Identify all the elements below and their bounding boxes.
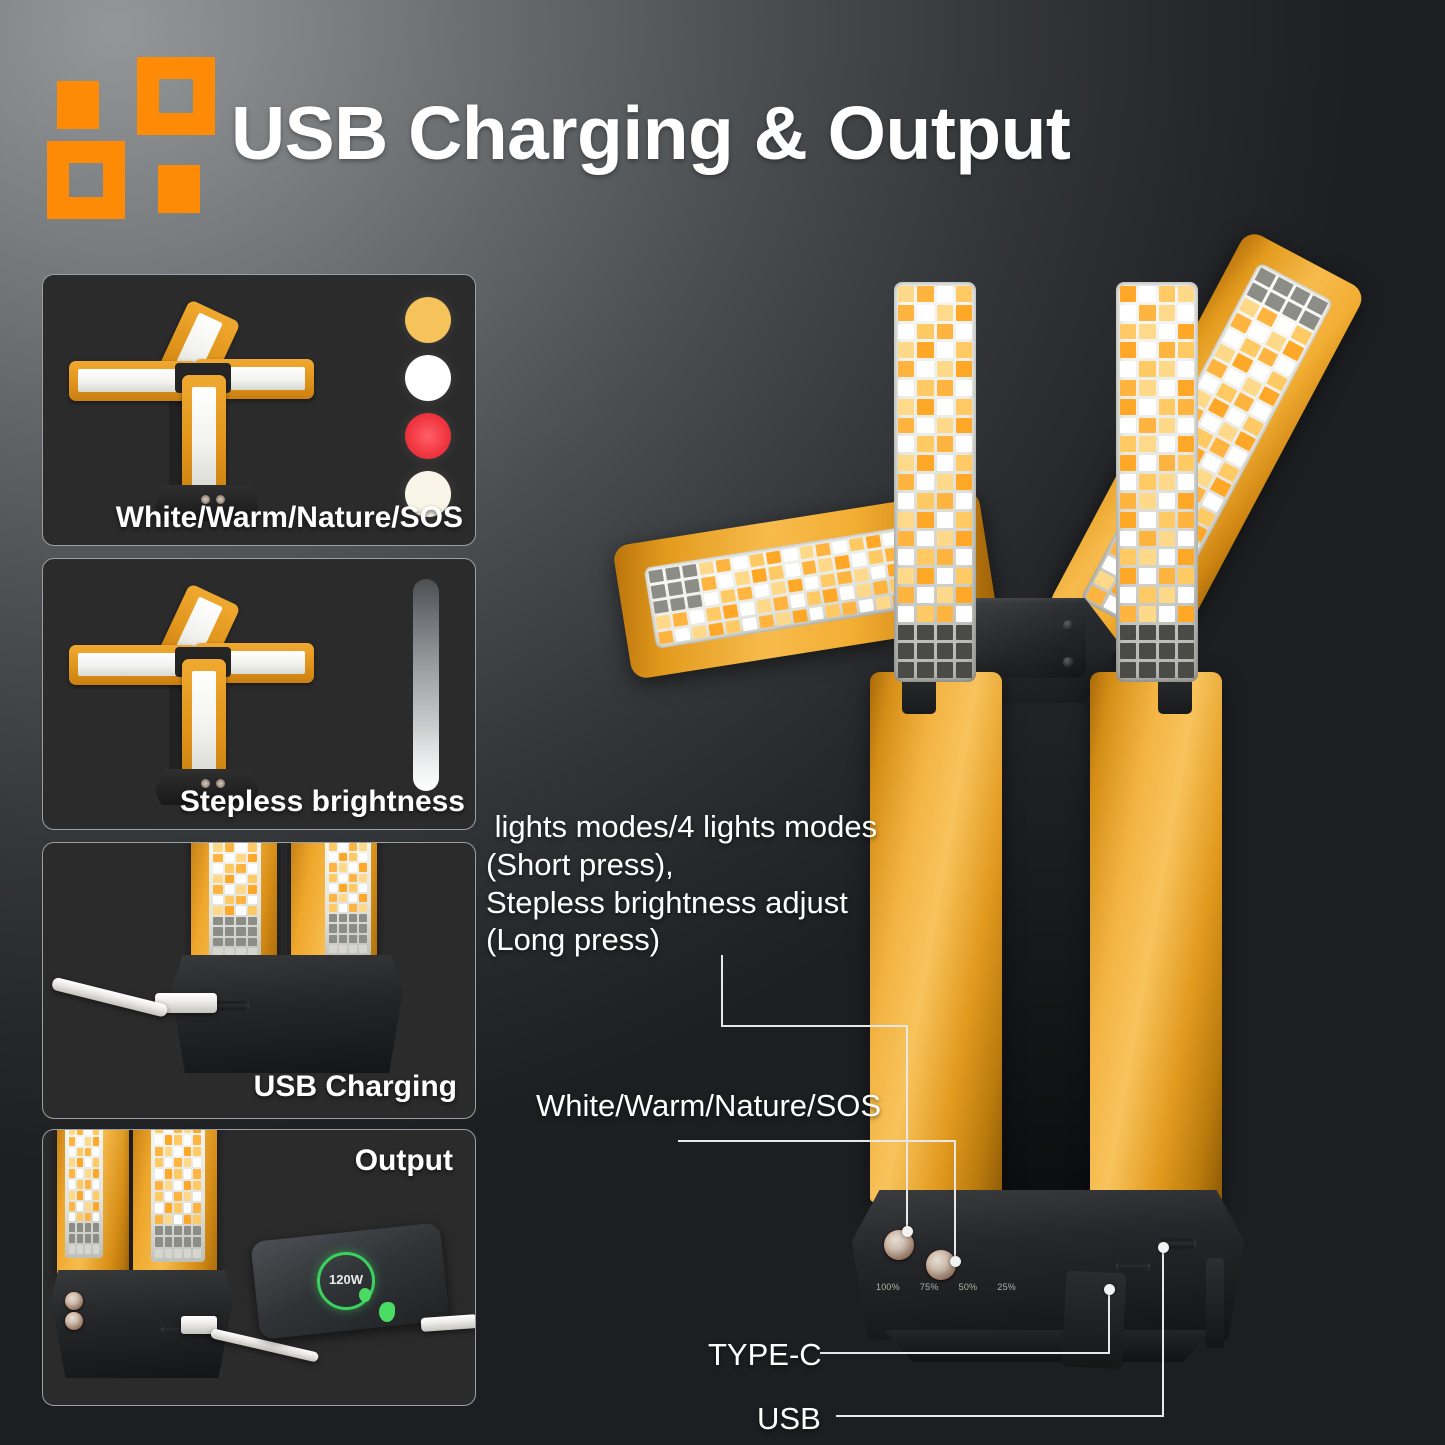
- leader-line-colormodes-horizontal: [678, 1140, 956, 1142]
- type-c-port: [161, 1326, 183, 1333]
- callout-usb: USB: [757, 1401, 821, 1436]
- lamp-illustration-folded: [65, 573, 355, 805]
- base-side-tab: [1206, 1258, 1224, 1348]
- lamp-base-buttons: [201, 779, 225, 788]
- leader-line-usb: [836, 1415, 1164, 1417]
- led-grid: [329, 843, 367, 953]
- leaf-icon: [379, 1302, 395, 1322]
- leader-dot-power-button: [902, 1226, 913, 1237]
- led-grid: [898, 286, 972, 678]
- leader-line-typec-rise: [1108, 1290, 1110, 1354]
- panel-usb-charging: USB Charging: [42, 842, 476, 1119]
- panel-light-modes: White/Warm/Nature/SOS: [42, 274, 476, 546]
- usb-charging-closeup: [43, 843, 475, 1118]
- led-panel-tower-left: [894, 282, 976, 682]
- leader-dot-typec-port: [1104, 1284, 1115, 1295]
- type-c-port: [1116, 1262, 1150, 1271]
- phone-cable: [420, 1314, 475, 1332]
- charging-ring-icon: [317, 1252, 375, 1310]
- led-panel: [192, 387, 216, 492]
- battery-level-50: 50%: [958, 1282, 978, 1292]
- led-panel: [192, 671, 216, 776]
- tower-gap-shadow: [996, 670, 1096, 1210]
- product-hero-image: 100% 75% 50% 25%: [570, 200, 1445, 1445]
- leader-line-usb-rise: [1162, 1248, 1164, 1416]
- led-grid: [1120, 286, 1194, 678]
- panel-caption-usb-charging: USB Charging: [253, 1070, 457, 1103]
- callout-type-c: TYPE-C: [708, 1337, 822, 1372]
- battery-level-75: 75%: [919, 1282, 939, 1292]
- leader-dot-mode-button: [950, 1256, 961, 1267]
- screw-icon: [1063, 620, 1074, 631]
- led-window-left: [209, 843, 261, 961]
- led-panel: [78, 369, 188, 392]
- usb-port: [215, 1001, 249, 1011]
- led-panel: [78, 653, 188, 676]
- power-button[interactable]: [65, 1292, 83, 1310]
- lamp-tower-left: [870, 672, 1002, 1202]
- lamp-arm-right-raised: [1045, 228, 1367, 672]
- swatch-warm: [405, 297, 451, 343]
- leader-dot-usb-port: [1158, 1242, 1169, 1253]
- logo-square-top-right: [137, 57, 215, 135]
- usb-cable-wire: [50, 976, 169, 1018]
- led-window-right: [151, 1130, 205, 1262]
- mode-button[interactable]: [65, 1312, 83, 1330]
- port-cover-flap[interactable]: [1061, 1270, 1127, 1370]
- lamp-arm-center: [182, 375, 226, 505]
- leader-line-typec: [820, 1352, 1110, 1354]
- led-window-right: [325, 843, 371, 957]
- four-squares-logo-icon: [45, 55, 215, 219]
- product-base: [852, 1190, 1244, 1340]
- panel-caption-stepless-brightness: Stepless brightness: [179, 785, 465, 818]
- battery-level-25: 25%: [997, 1282, 1016, 1292]
- leader-line-colormodes-drop: [954, 1140, 956, 1262]
- logo-square-top-left: [57, 81, 99, 129]
- leader-line-modes-vertical: [721, 955, 723, 1027]
- logo-square-bottom-right: [158, 165, 200, 213]
- led-window-left: [65, 1130, 103, 1258]
- charging-percent-unit: W: [350, 1272, 363, 1287]
- panel-caption-light-modes: White/Warm/Nature/SOS: [115, 501, 463, 534]
- battery-level-100: 100%: [876, 1282, 900, 1292]
- leaf-icon: [359, 1288, 371, 1302]
- panel-caption-output: Output: [354, 1144, 453, 1177]
- lamp-illustration-folded: [65, 289, 355, 521]
- logo-square-bottom-left: [47, 141, 125, 219]
- usb-cable: [155, 993, 217, 1013]
- lamp-tower-right: [1090, 672, 1222, 1202]
- led-grid: [213, 843, 257, 957]
- swatch-white: [405, 355, 451, 401]
- led-grid: [69, 1130, 99, 1254]
- charging-percent: 120W: [317, 1272, 375, 1287]
- swatch-nature: [405, 471, 451, 517]
- output-cable-head: [181, 1316, 217, 1334]
- lamp-arm-center: [182, 659, 226, 789]
- callout-color-modes: White/Warm/Nature/SOS: [536, 1088, 882, 1123]
- product-base-foot: [884, 1330, 1212, 1362]
- leader-line-modes-drop: [906, 1025, 908, 1232]
- color-swatch-list: [405, 297, 451, 517]
- header: USB Charging & Output: [45, 55, 1071, 219]
- callout-light-modes: lights modes/4 lights modes (Short press…: [486, 809, 878, 958]
- battery-level-labels: 100% 75% 50% 25%: [876, 1282, 1016, 1292]
- screw-icon: [1063, 657, 1074, 668]
- led-panel-tower-right: [1116, 282, 1198, 682]
- panel-output: 120W Output: [42, 1129, 476, 1406]
- output-closeup: 120W: [43, 1130, 475, 1405]
- charging-percent-value: 120: [329, 1272, 351, 1287]
- lamp-base-buttons: [201, 495, 225, 504]
- product-base: [171, 955, 403, 1073]
- swatch-sos-red: [405, 413, 451, 459]
- led-grid: [155, 1130, 201, 1258]
- page-title: USB Charging & Output: [231, 90, 1071, 175]
- panel-stepless-brightness: Stepless brightness: [42, 558, 476, 830]
- leader-line-modes-horizontal: [721, 1025, 908, 1027]
- brightness-gradient-slider[interactable]: [413, 579, 439, 791]
